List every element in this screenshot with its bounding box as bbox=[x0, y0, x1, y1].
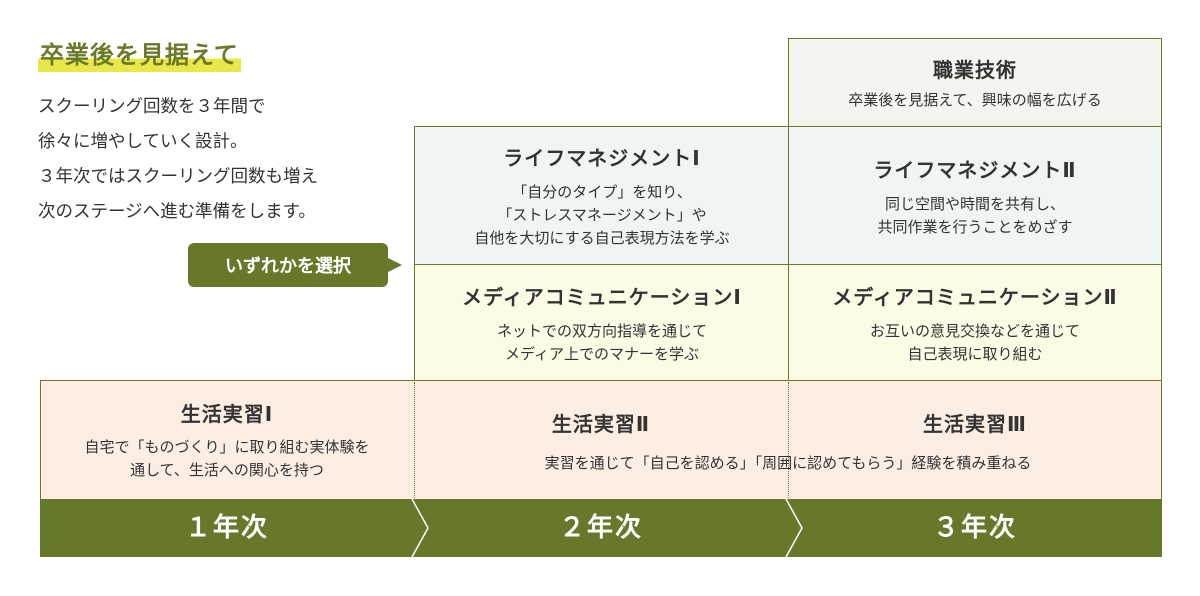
course-skill: 職業技術 卒業後を見据えて、興味の幅を広げる bbox=[788, 38, 1162, 128]
course-seikatsu3-title: 生活実習Ⅲ bbox=[923, 412, 1027, 436]
course-seikatsu23-desc: 実習を通じて「自己を認める」「周囲に認めてもらう」経験を積み重ねる bbox=[544, 454, 1032, 472]
year-separator-chevrons bbox=[411, 499, 803, 557]
desc-line: ネットでの双方向指導を通じて bbox=[496, 321, 707, 340]
course-skill-title: 職業技術 bbox=[933, 58, 1017, 82]
course-media-communication-1: メディアコミュニケーションⅠ ネットでの双方向指導を通じて メディア上でのマナー… bbox=[414, 264, 790, 382]
course-life1-title: ライフマネジメントⅠ bbox=[503, 146, 701, 170]
course-media2-desc: お互いの意見交換などを通じて 自己表現に取り組む bbox=[870, 320, 1080, 366]
year-1-label: １年次 bbox=[184, 513, 269, 543]
intro-line: スクーリング回数を３年間で bbox=[38, 97, 266, 117]
intro-line: ３年次ではスクーリング回数も増え bbox=[38, 167, 318, 187]
desc-line: 「ストレスマネージメント」や bbox=[497, 206, 707, 224]
course-life1-desc: 「自分のタイプ」を知り、 「ストレスマネージメント」や 自他を大切にする自己表現… bbox=[474, 181, 729, 250]
desc-line: 「自分のタイプ」を知り、 bbox=[512, 183, 692, 201]
course-skill-desc: 卒業後を見据えて、興味の幅を広げる bbox=[848, 89, 1102, 112]
course-life2-desc: 同じ空間や時間を共有し、 共同作業を行うことをめざす bbox=[877, 193, 1072, 239]
course-seikatsu1-desc-line: 自宅で「ものづくり」に取り組む実体験を bbox=[84, 438, 370, 456]
year-3-label: ３年次 bbox=[932, 513, 1017, 543]
course-media1-title: メディアコミュニケーションⅠ bbox=[462, 284, 742, 309]
course-media2-title: メディアコミュニケーションⅡ bbox=[832, 284, 1118, 309]
year-bar bbox=[40, 499, 1162, 557]
course-media-communication-2: メディアコミュニケーションⅡ お互いの意見交換などを通じて 自己表現に取り組む bbox=[788, 264, 1162, 382]
course-seikatsu1-title: 生活実習Ⅰ bbox=[180, 402, 274, 426]
intro-line: 徐々に増やしていく設計。 bbox=[38, 132, 248, 152]
course-seikatsu2-title: 生活実習Ⅱ bbox=[551, 412, 651, 436]
year-2-label: ２年次 bbox=[558, 513, 643, 543]
desc-line: 同じ空間や時間を共有し、 bbox=[884, 194, 1065, 213]
dotted-divider bbox=[414, 382, 415, 500]
dotted-divider bbox=[788, 382, 789, 500]
course-media1-desc: ネットでの双方向指導を通じて メディア上でのマナーを学ぶ bbox=[497, 320, 707, 366]
desc-line: 卒業後を見据えて、興味の幅を広げる bbox=[848, 91, 1102, 109]
intro-line: 次のステージへ進む準備をします。 bbox=[38, 202, 316, 222]
desc-line: 自己表現に取り組む bbox=[907, 344, 1043, 363]
desc-line: メディア上でのマナーを学ぶ bbox=[505, 344, 699, 363]
page-title: 卒業後を見据えて bbox=[38, 38, 241, 72]
course-life-management-1: ライフマネジメントⅠ 「自分のタイプ」を知り、 「ストレスマネージメント」や 自… bbox=[414, 126, 790, 266]
course-seikatsu-row bbox=[40, 380, 1162, 500]
desc-line: お互いの意見交換などを通じて bbox=[869, 321, 1080, 340]
select-badge: いずれかを選択 bbox=[188, 243, 402, 287]
intro-text: スクーリング回数を３年間で 徐々に増やしていく設計。 ３年次ではスクーリング回数… bbox=[38, 90, 398, 230]
desc-line: 自他を大切にする自己表現方法を学ぶ bbox=[474, 229, 730, 247]
course-life2-title: ライフマネジメントⅡ bbox=[873, 157, 1077, 182]
course-life-management-2: ライフマネジメントⅡ 同じ空間や時間を共有し、 共同作業を行うことをめざす bbox=[788, 126, 1162, 266]
course-seikatsu1-desc-line: 通して、生活への関心を持つ bbox=[130, 461, 324, 479]
desc-line: 共同作業を行うことをめざす bbox=[877, 217, 1073, 236]
